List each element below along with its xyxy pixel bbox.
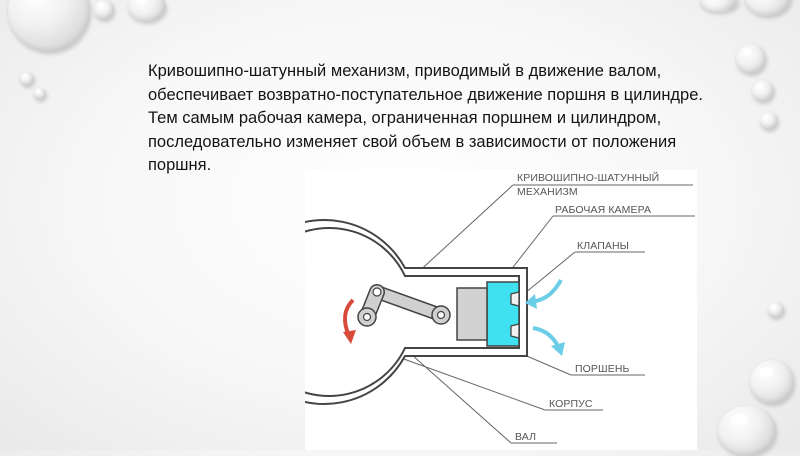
label-shaft: ВАЛ: [515, 431, 537, 443]
water-drop-decoration: [700, 0, 738, 12]
connecting-rod-fill: [371, 286, 447, 321]
intake-arrow-head: [525, 294, 537, 309]
crankshaft-hole: [362, 312, 372, 322]
label-housing: КОРПУС: [549, 398, 593, 410]
water-drop-decoration: [94, 0, 114, 20]
label-crank-mechanism-line2: МЕХАНИЗМ: [517, 186, 578, 198]
exhaust-valve: [510, 323, 520, 339]
leader-housing: [400, 357, 546, 411]
intake-valve: [510, 291, 520, 307]
water-drop-decoration: [750, 360, 794, 404]
water-drop-decoration: [752, 80, 774, 102]
water-drop-decoration: [760, 112, 778, 130]
water-drop-decoration: [20, 72, 34, 86]
water-drop-decoration: [768, 302, 784, 318]
water-drop-decoration: [34, 88, 46, 100]
piston: [456, 287, 488, 341]
label-piston: ПОРШЕНЬ: [575, 363, 630, 375]
water-drop-decoration: [736, 44, 766, 74]
crank-pin: [372, 287, 382, 297]
engine-diagram: КРИВОШИПНО-ШАТУННЫЙ МЕХАНИЗМ РАБОЧАЯ КАМ…: [305, 170, 697, 450]
label-working-chamber: РАБОЧАЯ КАМЕРА: [555, 204, 652, 216]
engine-diagram-svg: [305, 184, 695, 444]
wrist-pin-hole: [436, 310, 446, 320]
water-drop-decoration: [718, 406, 776, 456]
label-valves: КЛАПАНЫ: [577, 240, 630, 252]
exhaust-arrow-head: [551, 342, 565, 356]
water-drop-decoration: [745, 0, 791, 16]
leader-valves: [518, 251, 576, 299]
water-drop-decoration: [8, 0, 90, 52]
label-crank-mechanism: КРИВОШИПНО-ШАТУННЫЙ: [517, 172, 660, 184]
rotation-arrow-head: [343, 330, 356, 344]
slide-body-text: Кривошипно-шатунный механизм, приводимый…: [148, 62, 703, 174]
water-drop-decoration: [128, 0, 166, 22]
